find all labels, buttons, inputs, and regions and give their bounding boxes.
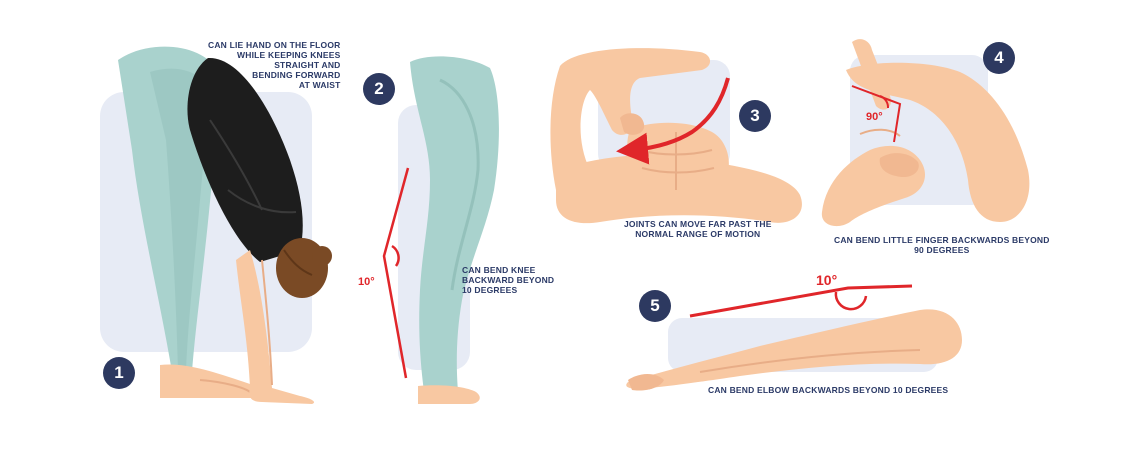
panel-4-upper-arm [846,62,1030,222]
caption-line: CAN BEND LITTLE FINGER BACKWARDS BEYOND [834,235,1050,245]
panel-1-caption: CAN LIE HAND ON THE FLOOR WHILE KEEPING … [208,40,341,90]
caption-line: STRAIGHT AND [274,60,341,70]
caption-line: 10 DEGREES [462,285,518,295]
step-badge-4: 4 [983,42,1015,74]
panel-5-caption: CAN BEND ELBOW BACKWARDS BEYOND 10 DEGRE… [708,385,948,395]
step-badge-2: 2 [363,73,395,105]
panel-3-thumb [550,48,802,224]
panel-5-angle-label: 10° [816,272,838,288]
panel-3-arrow [616,77,730,165]
panel-4-thumb [879,153,919,178]
panel-2-knee [382,56,499,404]
caption-line: JOINTS CAN MOVE FAR PAST THE [624,219,772,229]
panel-3-caption: JOINTS CAN MOVE FAR PAST THE NORMAL RANG… [624,219,772,239]
panel-2-caption: CAN BEND KNEE BACKWARD BEYOND 10 DEGREES [462,265,554,295]
panel-4-angle-line [851,85,902,143]
panel-1-arm [236,250,315,404]
caption-line: CAN LIE HAND ON THE FLOOR [208,40,341,50]
panel-4-finger [821,39,1030,227]
panel-5-angle-line [689,284,913,318]
panel-2-angle-arc [391,244,400,267]
caption-line: NORMAL RANGE OF MOTION [635,229,761,239]
panel-5-arm [626,309,962,389]
panel-2-axis-line [382,167,410,379]
step-badge-1: 1 [103,357,135,389]
panel-3-fist [627,122,729,195]
step-badge-5: 5 [639,290,671,322]
step-badge-3: 3 [739,100,771,132]
panel-4-caption: CAN BEND LITTLE FINGER BACKWARDS BEYOND … [834,235,1050,255]
panel-4-angle-label: 90° [866,111,883,123]
caption-line: BACKWARD BEYOND [462,275,555,285]
caption-line: BENDING FORWARD [252,70,341,80]
caption-line: CAN BEND ELBOW BACKWARDS BEYOND 10 DEGRE… [708,385,949,395]
panel-2-foot [418,385,480,404]
panel-1-forward-bend [100,46,332,404]
panel-2-angle-label: 10° [358,276,375,288]
caption-line: AT WAIST [298,80,341,90]
caption-line: CAN BEND KNEE [462,265,536,275]
panel-5-elbow [626,284,962,391]
panel-5-hand [628,374,664,391]
panel-4-finger [852,39,891,110]
caption-line: WHILE KEEPING KNEES [237,50,341,60]
caption-line: 90 DEGREES [914,245,970,255]
